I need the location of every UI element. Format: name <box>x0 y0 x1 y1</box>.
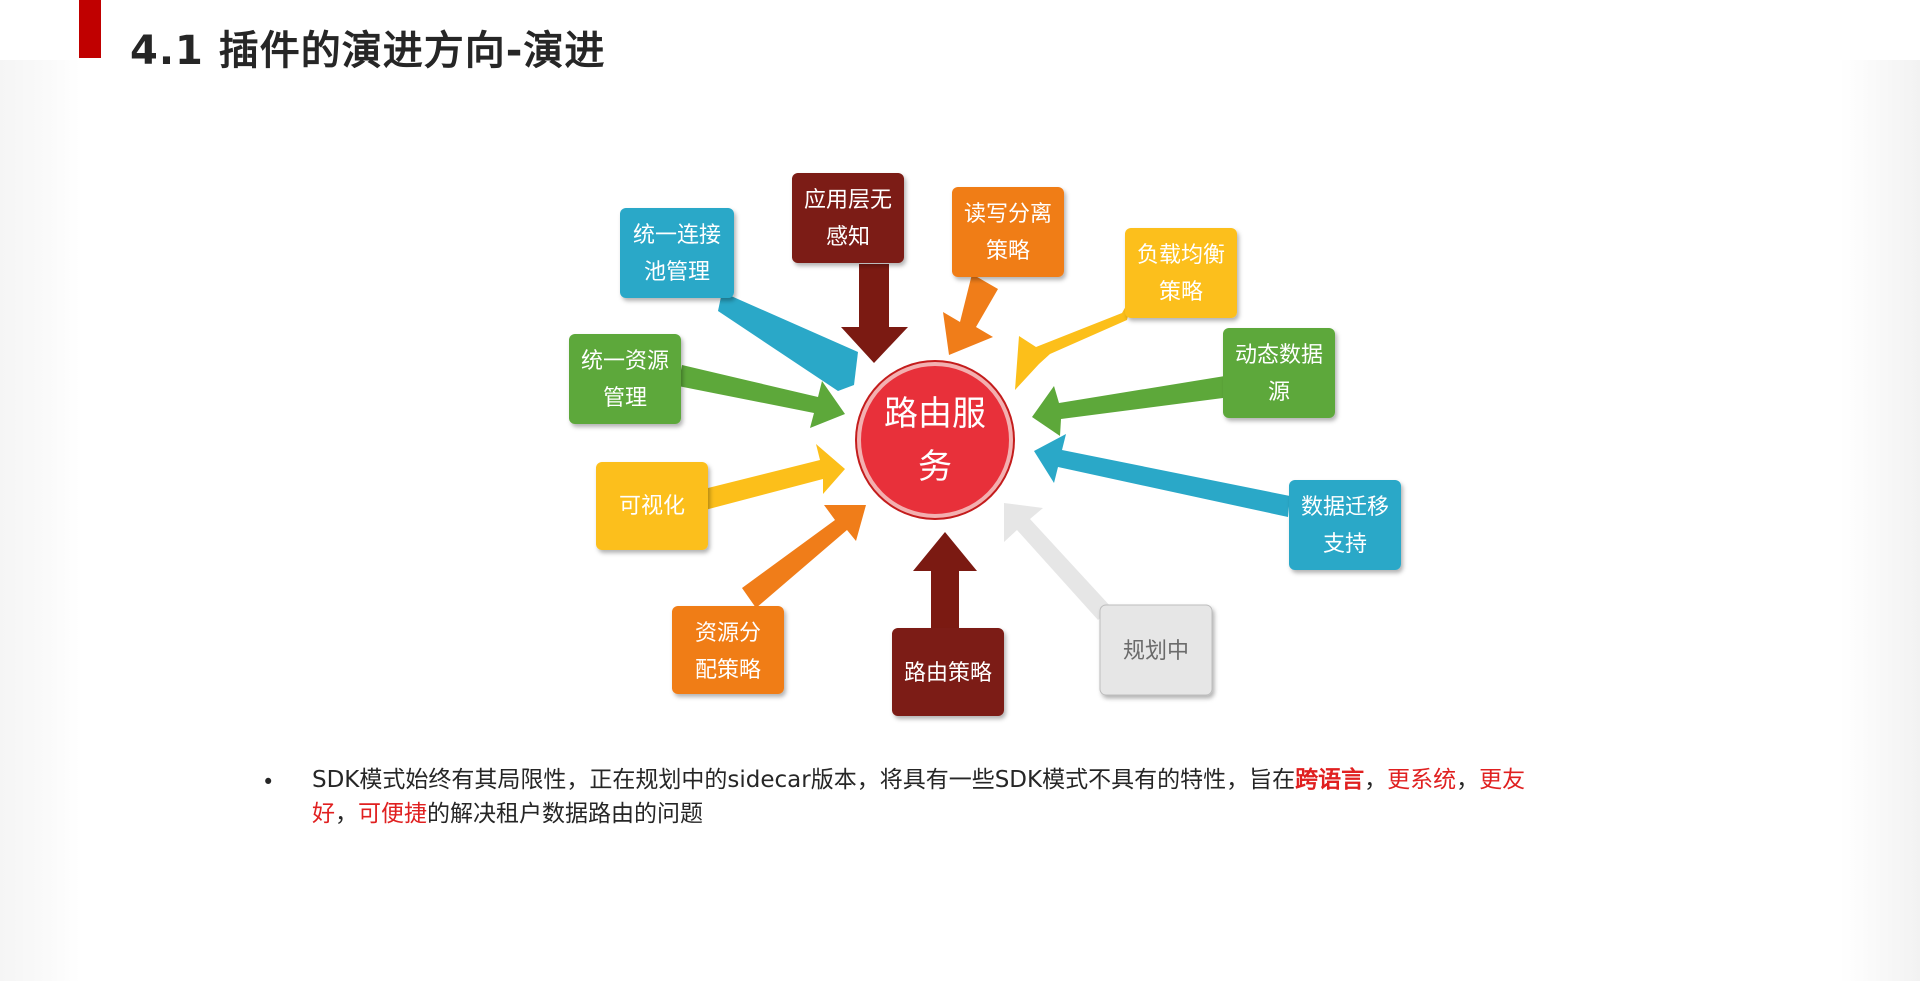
arrow-pool <box>718 292 858 391</box>
node-label: 动态数据 <box>1235 343 1323 368</box>
node-app: 应用层无 感知 <box>792 173 904 263</box>
arrow-route <box>913 532 977 628</box>
node-label: 路由策略 <box>904 661 992 686</box>
note-segment: ， <box>1456 767 1480 793</box>
arrow-alloc <box>742 505 866 608</box>
center-label-line-1: 路由服 <box>884 394 986 434</box>
nodes: 统一连接 池管理 应用层无 感知 读写分离 策略 负载均衡 策略 动态数据 源 … <box>569 173 1401 716</box>
node-label: 统一资源 <box>581 349 669 374</box>
node-box <box>620 208 734 298</box>
arrow-resource <box>678 365 845 428</box>
arrows <box>678 264 1290 628</box>
node-label: 配策略 <box>695 658 761 683</box>
arrow-visual <box>700 444 845 510</box>
note-emphasis: 可便捷 <box>358 801 427 827</box>
note-emphasis: 跨语言 <box>1295 767 1365 793</box>
bullet-point: • <box>262 770 275 794</box>
node-visual: 可视化 <box>596 462 708 550</box>
note-segment: ， <box>335 801 358 827</box>
node-pool: 统一连接 池管理 <box>620 208 734 298</box>
node-label: 源 <box>1268 380 1290 405</box>
center-node: 路由服 务 <box>855 360 1015 520</box>
node-label: 读写分离 <box>964 202 1052 227</box>
note-emphasis: 更友好 <box>312 767 1526 827</box>
arrow-lb <box>1015 292 1134 390</box>
node-box <box>892 628 1004 716</box>
node-label: 策略 <box>1159 280 1203 305</box>
node-label: 可视化 <box>619 494 685 519</box>
node-box <box>1289 480 1401 570</box>
note-emphasis: 更系统 <box>1387 767 1457 793</box>
title-accent-bar <box>79 0 101 58</box>
note-segment: ， <box>1364 767 1388 793</box>
arrow-app <box>841 264 908 363</box>
arrow-rw <box>943 274 998 355</box>
node-box <box>792 173 904 263</box>
center-label-line-2: 务 <box>918 447 952 487</box>
node-rw: 读写分离 策略 <box>952 187 1064 277</box>
right-margin <box>1840 60 1920 981</box>
node-label: 感知 <box>826 225 870 250</box>
node-dynamic: 动态数据 源 <box>1223 328 1335 418</box>
arrow-migrate <box>1034 434 1290 517</box>
node-label: 策略 <box>986 239 1030 264</box>
node-route: 路由策略 <box>892 628 1004 716</box>
node-label: 管理 <box>603 386 647 411</box>
node-box <box>952 187 1064 277</box>
node-box <box>1223 328 1335 418</box>
node-label: 支持 <box>1323 532 1367 557</box>
node-label: 应用层无 <box>804 188 892 213</box>
node-label: 规划中 <box>1123 639 1189 664</box>
node-label: 负载均衡 <box>1137 243 1225 268</box>
node-lb: 负载均衡 策略 <box>1125 228 1237 318</box>
center-circle <box>857 362 1013 518</box>
node-planning: 规划中 <box>1099 604 1213 696</box>
node-label: 统一连接 <box>633 223 721 248</box>
note-segment: 的解决租户数据路由的问题 <box>427 801 703 827</box>
node-box <box>672 606 784 694</box>
node-box <box>1099 604 1213 696</box>
node-label: 池管理 <box>644 260 710 285</box>
node-migrate: 数据迁移 支持 <box>1289 480 1401 570</box>
node-alloc: 资源分 配策略 <box>672 606 784 694</box>
arrow-dynamic <box>1032 376 1225 436</box>
node-box <box>596 462 708 550</box>
node-label: 资源分 <box>695 621 761 646</box>
node-label: 数据迁移 <box>1301 495 1389 520</box>
left-margin <box>0 60 80 981</box>
note-segment: SDK模式始终有其局限性，正在规划中的sidecar版本，将具有一些SDK模式不… <box>312 767 1296 793</box>
node-box <box>569 334 681 424</box>
page-title: 4.1 插件的演进方向-演进 <box>130 28 606 74</box>
node-resource: 统一资源 管理 <box>569 334 681 424</box>
arrow-planning <box>1004 503 1112 620</box>
node-box <box>1125 228 1237 318</box>
note-text: SDK模式始终有其局限性，正在规划中的sidecar版本，将具有一些SDK模式不… <box>312 763 1552 831</box>
